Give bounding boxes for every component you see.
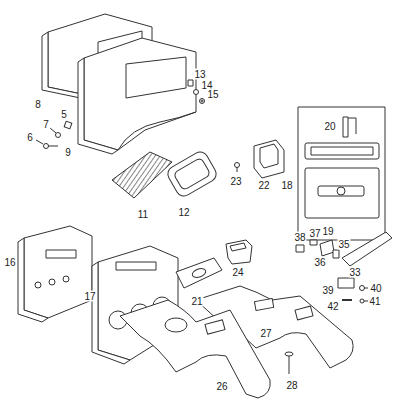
callout-number: 24: [231, 267, 244, 278]
callout-number: 7: [42, 119, 50, 130]
panel-9: [78, 38, 196, 154]
callout-number: 41: [368, 296, 381, 307]
callout-number: 28: [285, 380, 298, 391]
grille-11: [112, 152, 172, 198]
callout-number: 27: [259, 328, 272, 339]
callout-number: 18: [280, 180, 293, 191]
tray-24: [226, 240, 252, 264]
callout-number: 36: [313, 257, 326, 268]
callout-number: 26: [215, 381, 228, 392]
callout-number: 15: [206, 89, 219, 100]
callout-number: 35: [337, 239, 350, 250]
screw-28: [285, 352, 293, 374]
callout-number: 38: [293, 232, 306, 243]
callout-number: 37: [308, 228, 321, 239]
callout-number: 40: [369, 283, 382, 294]
console-26: [120, 300, 270, 398]
panel-16: [18, 226, 92, 322]
callout-number: 21: [190, 296, 203, 307]
callout-number: 12: [177, 207, 190, 218]
callout-number: 5: [60, 109, 68, 120]
callout-number: 22: [257, 180, 270, 191]
switch-parts: [296, 240, 339, 258]
callout-number: 9: [64, 147, 72, 158]
kit-box-18: [298, 107, 385, 240]
callout-number: 8: [34, 99, 42, 110]
callout-number: 39: [321, 285, 334, 296]
switch-22: [235, 140, 285, 178]
plate-21: [176, 258, 222, 288]
callout-number: 33: [348, 267, 361, 278]
console-27: [196, 286, 353, 368]
fixings-lower: [338, 278, 368, 303]
callout-number: 23: [229, 176, 242, 187]
callout-number: 20: [323, 121, 336, 132]
bezel-12: [165, 149, 219, 199]
callout-number: 42: [326, 301, 339, 312]
callout-number: 11: [137, 209, 149, 220]
callout-number: 13: [193, 69, 206, 80]
callout-number: 16: [3, 257, 16, 268]
leader-lines: [36, 128, 56, 144]
callout-number: 6: [26, 132, 34, 143]
callout-number: 19: [321, 226, 334, 237]
callout-number: 17: [83, 291, 96, 302]
